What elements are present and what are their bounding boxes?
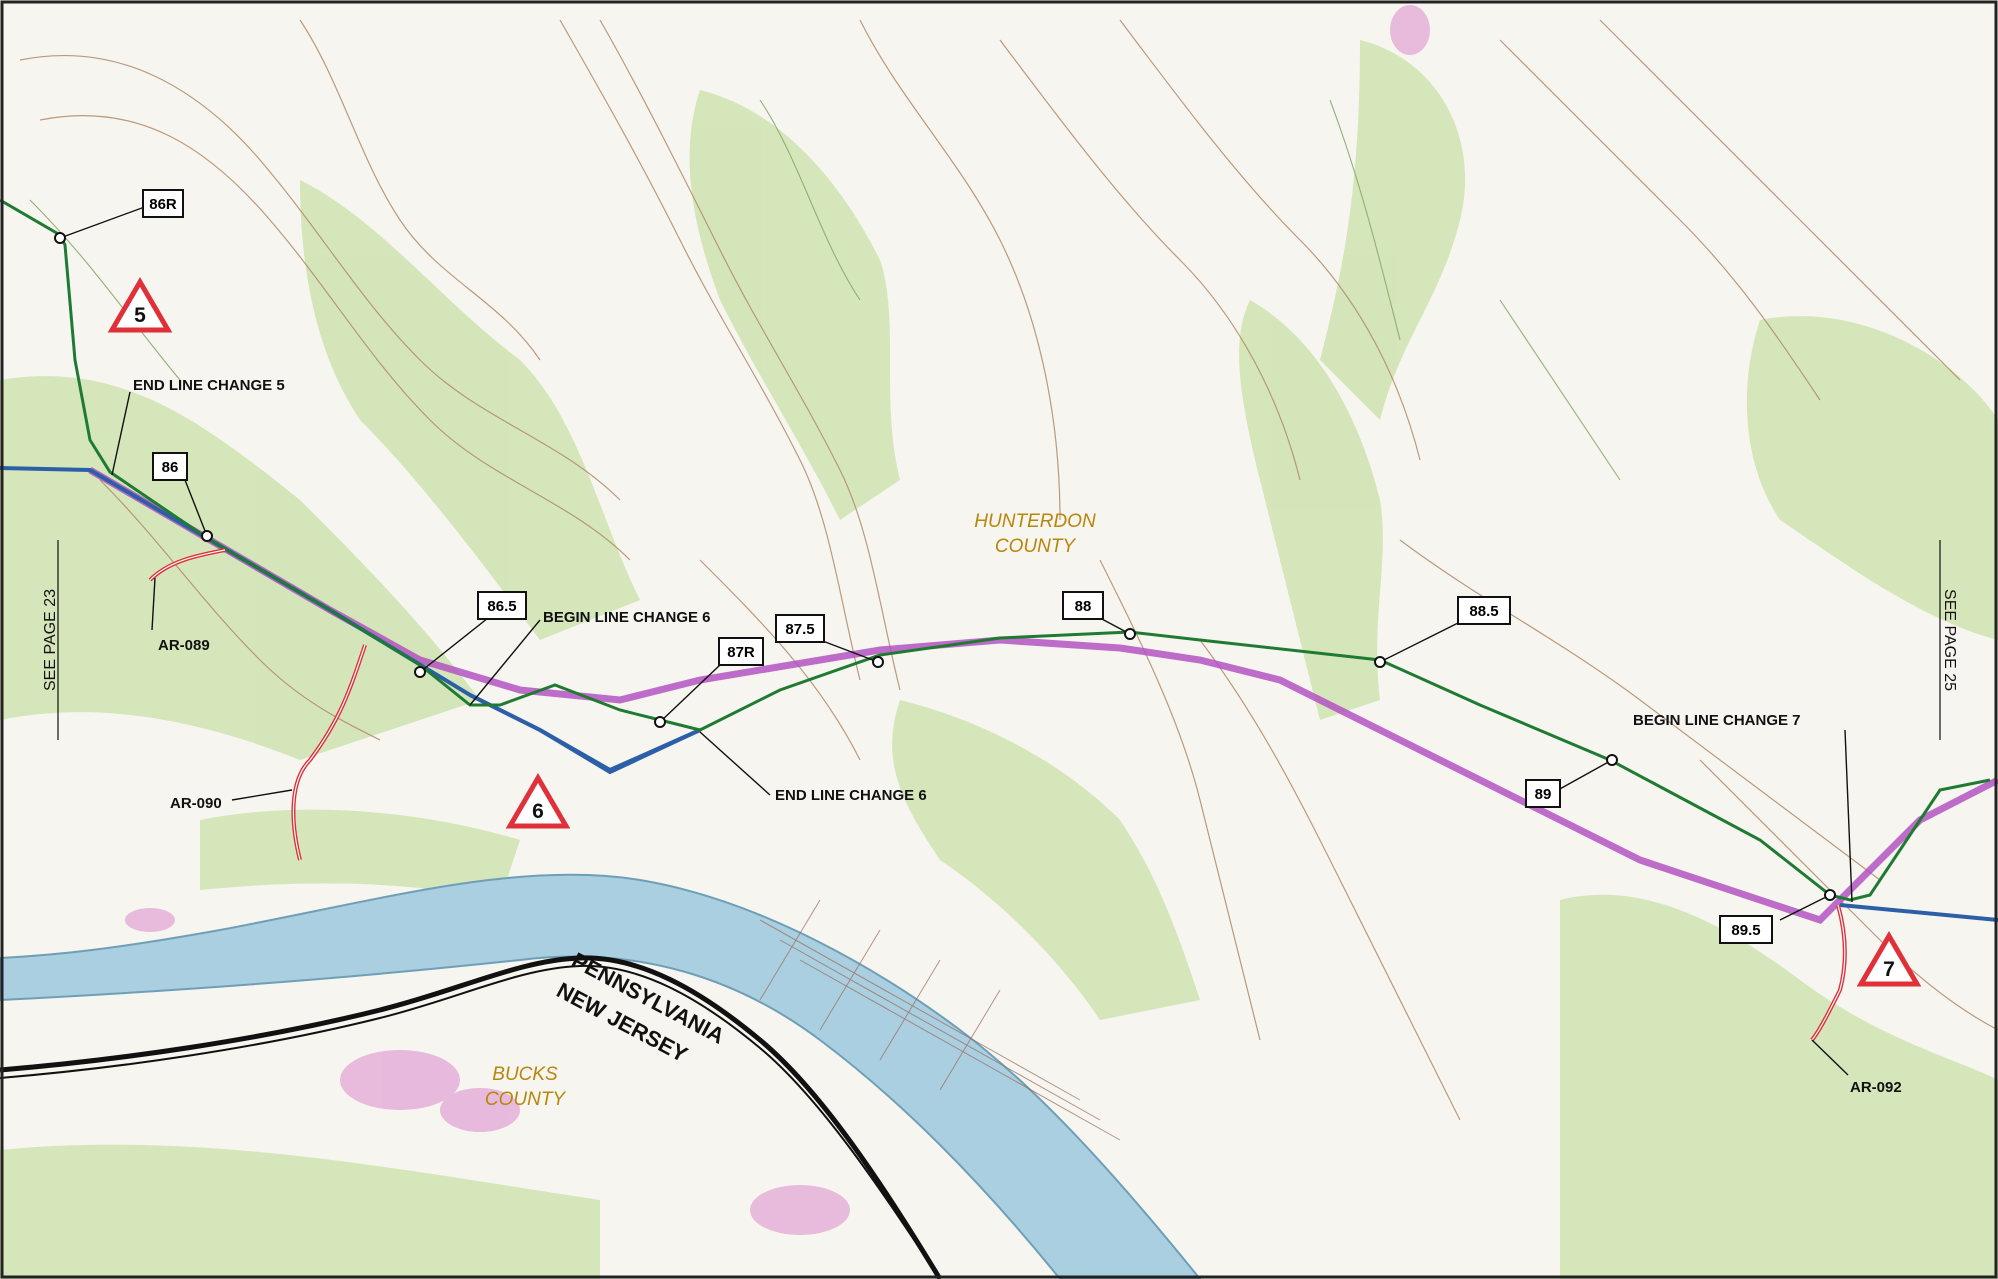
- town-grid: [759, 899, 1121, 1141]
- hunterdon-county-label-1: HUNTERDON: [974, 511, 1096, 532]
- svg-text:88: 88: [1075, 598, 1092, 615]
- see-page-left: SEE PAGE 23: [42, 589, 59, 691]
- milepost-88: 88: [1062, 591, 1136, 640]
- svg-text:AR-090: AR-090: [170, 795, 222, 812]
- milepost-88-5: 88.5: [1374, 596, 1511, 668]
- svg-text:86.5: 86.5: [487, 598, 516, 615]
- end-line-change-6: END LINE CHANGE 6: [699, 731, 927, 804]
- svg-text:AR-092: AR-092: [1850, 1079, 1902, 1096]
- route-magenta: [88, 466, 1998, 925]
- begin-line-change-6: BEGIN LINE CHANGE 6: [469, 609, 711, 706]
- triangle-marker-7: 7: [1856, 931, 1922, 987]
- triangle-marker-6: 6: [505, 773, 571, 829]
- begin-line-change-7: BEGIN LINE CHANGE 7: [1633, 712, 1853, 903]
- access-road-ar-089: AR-089: [151, 577, 210, 654]
- svg-text:87.5: 87.5: [785, 621, 814, 638]
- milepost-86-5: 86.5: [414, 591, 527, 678]
- svg-text:89.5: 89.5: [1731, 922, 1760, 939]
- svg-text:5: 5: [134, 304, 146, 327]
- svg-text:END LINE CHANGE 6: END LINE CHANGE 6: [775, 787, 927, 804]
- svg-text:88.5: 88.5: [1469, 603, 1498, 620]
- milepost-87-5: 87.5: [775, 614, 884, 668]
- bucks-county-label-1: BUCKS: [492, 1064, 558, 1085]
- delaware-river: [0, 873, 1202, 1279]
- milepost-89: 89: [1525, 754, 1618, 808]
- route-blue-segment-6: [469, 693, 701, 775]
- pink-areas: [125, 5, 1430, 1235]
- access-road-ar-092: AR-092: [1811, 1039, 1902, 1096]
- milepost-89-5: 89.5: [1719, 889, 1836, 944]
- state-boundary-line: [0, 955, 943, 1279]
- vegetation-areas: [0, 40, 1998, 1279]
- svg-text:89: 89: [1535, 786, 1552, 803]
- svg-text:BEGIN LINE CHANGE 7: BEGIN LINE CHANGE 7: [1633, 712, 1801, 729]
- milepost-87r: 87R: [654, 637, 764, 728]
- svg-text:AR-089: AR-089: [158, 637, 210, 654]
- see-page-right: SEE PAGE 25: [1941, 589, 1958, 691]
- state-boundary-line-2: [0, 964, 941, 1279]
- svg-text:6: 6: [532, 800, 544, 823]
- milepost-86: 86: [152, 452, 213, 542]
- triangle-marker-5: 5: [107, 277, 173, 333]
- svg-text:87R: 87R: [727, 644, 755, 661]
- end-line-change-5: END LINE CHANGE 5: [111, 377, 285, 476]
- svg-text:86: 86: [162, 459, 179, 476]
- svg-text:86R: 86R: [149, 196, 177, 213]
- milepost-86r: 86R: [54, 189, 184, 244]
- svg-text:END LINE CHANGE 5: END LINE CHANGE 5: [133, 377, 285, 394]
- access-road-ar-090: AR-090: [170, 789, 293, 812]
- svg-text:BEGIN LINE CHANGE 6: BEGIN LINE CHANGE 6: [543, 609, 711, 626]
- svg-text:7: 7: [1883, 958, 1895, 981]
- hunterdon-county-label-2: COUNTY: [995, 536, 1077, 557]
- bucks-county-label-2: COUNTY: [485, 1089, 567, 1110]
